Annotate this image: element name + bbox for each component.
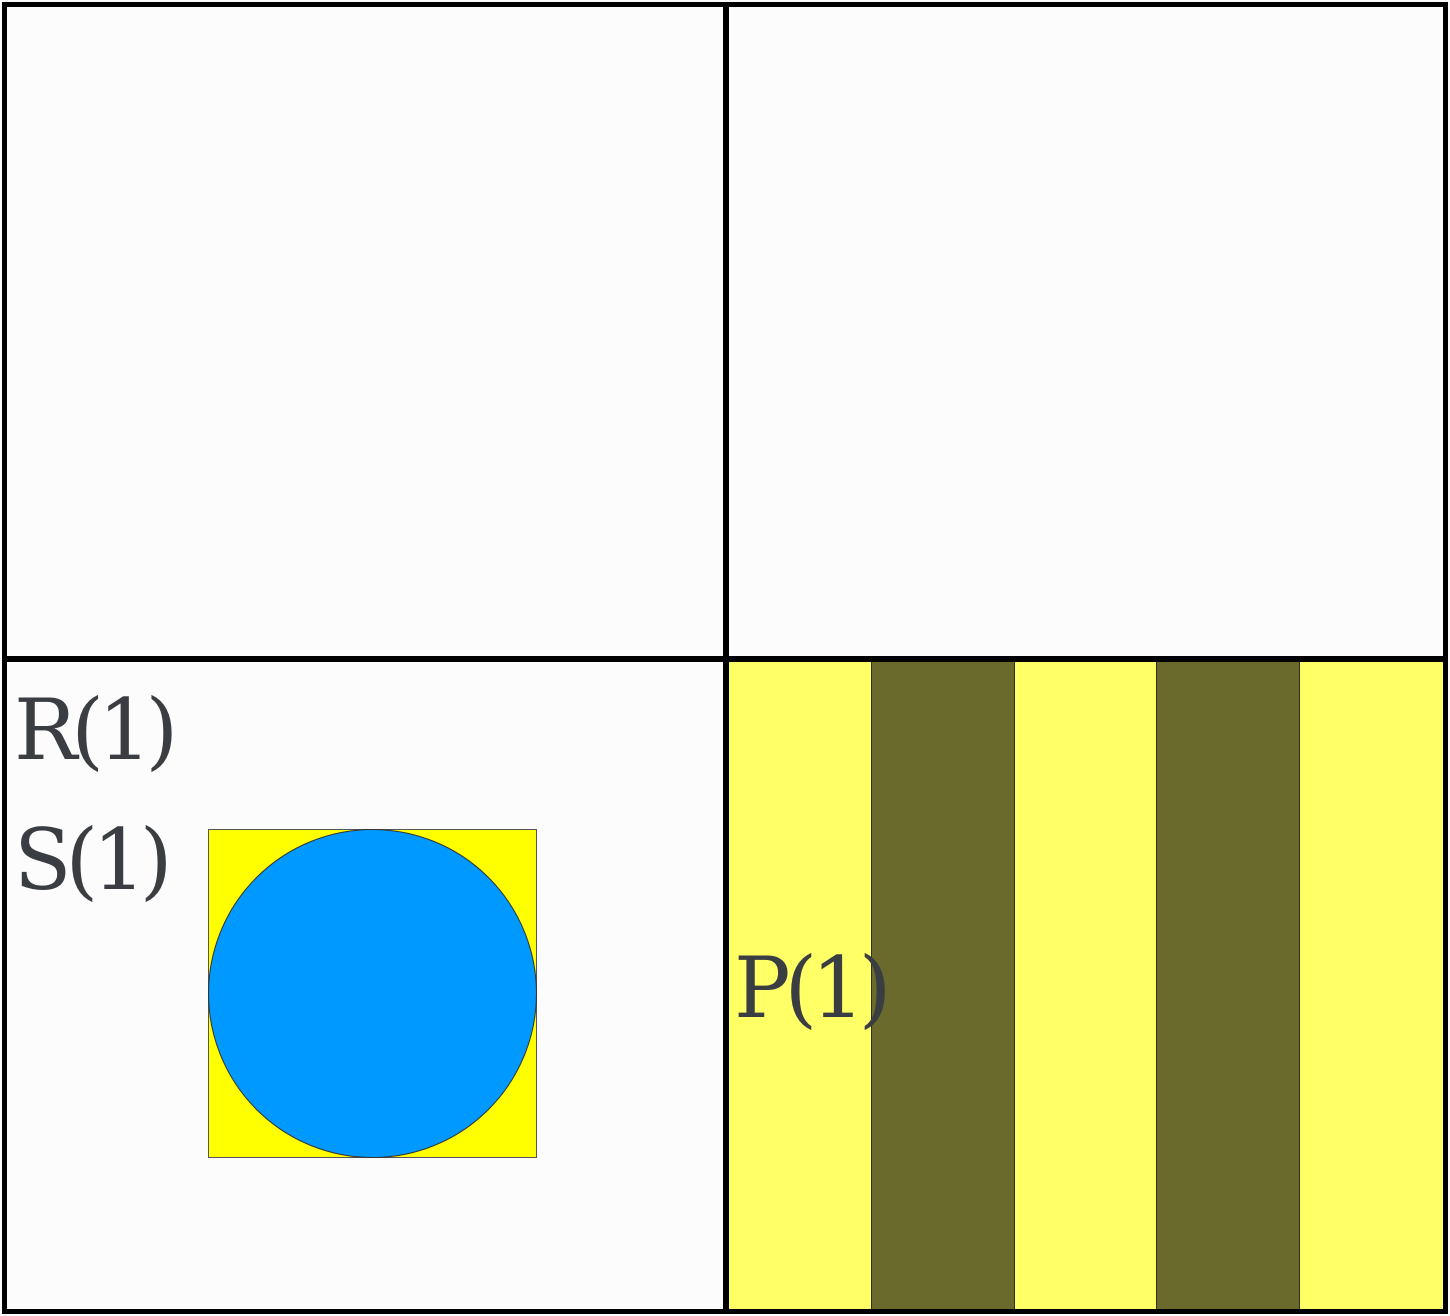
blue-circle (208, 829, 537, 1158)
label-s: S(1) (14, 811, 173, 909)
panel-top-left (7, 7, 723, 656)
panel-top-right (729, 7, 1443, 656)
horizontal-divider (2, 656, 1448, 662)
stripe-dark-4 (1157, 662, 1301, 1309)
label-p: P(1) (734, 939, 891, 1037)
stripe-light-1 (729, 662, 872, 1309)
stripe-light-5 (1300, 662, 1443, 1309)
panel-bottom-right (729, 662, 1443, 1309)
stripe-dark-2 (871, 662, 1015, 1309)
stripe-light-3 (1014, 662, 1158, 1309)
label-r: R(1) (14, 681, 178, 779)
